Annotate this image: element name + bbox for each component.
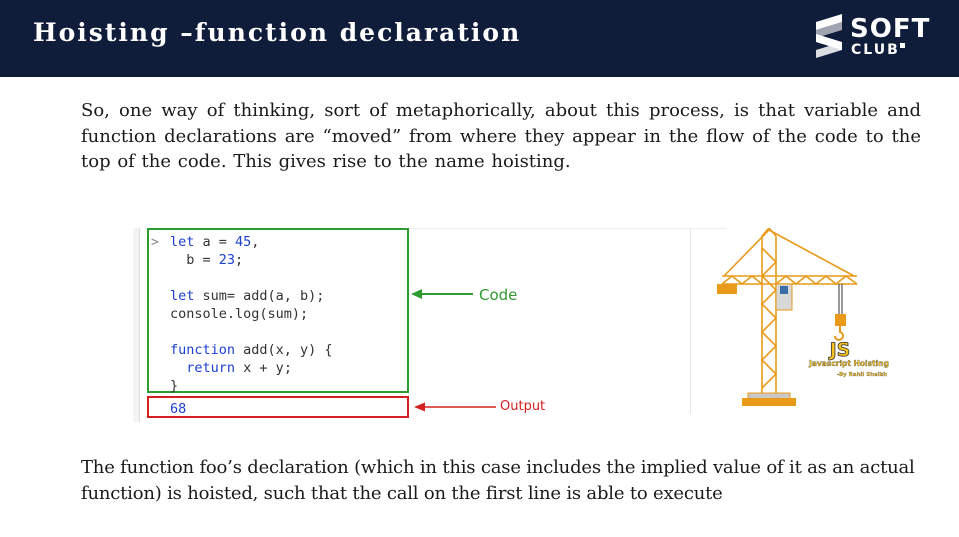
code-token: ; xyxy=(235,252,244,268)
code-line: } xyxy=(170,377,410,395)
logo-wordmark-primary: SOFT xyxy=(850,14,931,44)
console-prompt-icon: > xyxy=(151,235,159,250)
code-token: let xyxy=(170,288,195,304)
code-token: , xyxy=(251,234,260,250)
output-label: Output xyxy=(500,399,546,414)
slide-header: Hoisting –function declaration SOFT CLUB xyxy=(0,0,959,77)
intro-paragraph: So, one way of thinking, sort of metapho… xyxy=(81,100,921,172)
code-line: b = 23; xyxy=(170,251,410,269)
code-arrow-icon xyxy=(411,289,473,299)
code-token: console.log(sum); xyxy=(170,306,309,322)
code-token: let xyxy=(170,234,195,250)
output-arrow-icon xyxy=(414,402,496,412)
code-token: b = xyxy=(170,252,219,268)
console-gutter xyxy=(133,228,140,422)
console-top-rule xyxy=(406,228,726,229)
code-token: sum= add(a, b); xyxy=(194,288,325,304)
code-block: let a = 45, b = 23;let sum= add(a, b);co… xyxy=(170,233,410,395)
code-line: return x + y; xyxy=(170,359,410,377)
code-line: let sum= add(a, b); xyxy=(170,287,410,305)
slide-title: Hoisting –function declaration xyxy=(33,18,522,47)
output-value: 68 xyxy=(170,401,187,417)
closing-paragraph: The function foo’s declaration (which in… xyxy=(81,457,915,504)
code-token: 45 xyxy=(235,234,252,250)
illustration-credit: -By Rahil Shaikh xyxy=(837,372,888,378)
code-token: return xyxy=(186,360,236,376)
console-right-rule xyxy=(690,228,691,414)
code-token: x + y; xyxy=(235,360,292,376)
code-line xyxy=(170,323,410,341)
code-token: } xyxy=(170,378,179,394)
code-line: let a = 45, xyxy=(170,233,410,251)
code-token xyxy=(170,360,186,376)
code-screenshot xyxy=(133,228,726,422)
softclub-logo: SOFT CLUB xyxy=(814,14,939,64)
code-label: Code xyxy=(479,286,518,304)
softclub-logo-mark-icon xyxy=(816,14,842,58)
code-token: 23 xyxy=(218,252,236,268)
code-line: function add(x, y) { xyxy=(170,341,410,359)
code-line: console.log(sum); xyxy=(170,305,410,323)
code-line xyxy=(170,269,410,287)
code-token: a = xyxy=(194,234,236,250)
code-token: add(x, y) { xyxy=(235,342,333,358)
illustration-caption: Javascript Hoisting xyxy=(808,359,889,368)
js-badge: JS xyxy=(828,339,851,361)
crane-illustration: JS Javascript Hoisting -By Rahil Shaikh xyxy=(717,228,889,406)
code-token: function xyxy=(170,342,236,358)
logo-dot xyxy=(900,43,905,48)
output-highlight-box xyxy=(147,396,409,418)
code-highlight-box xyxy=(147,228,409,393)
logo-wordmark-secondary: CLUB xyxy=(851,42,900,58)
